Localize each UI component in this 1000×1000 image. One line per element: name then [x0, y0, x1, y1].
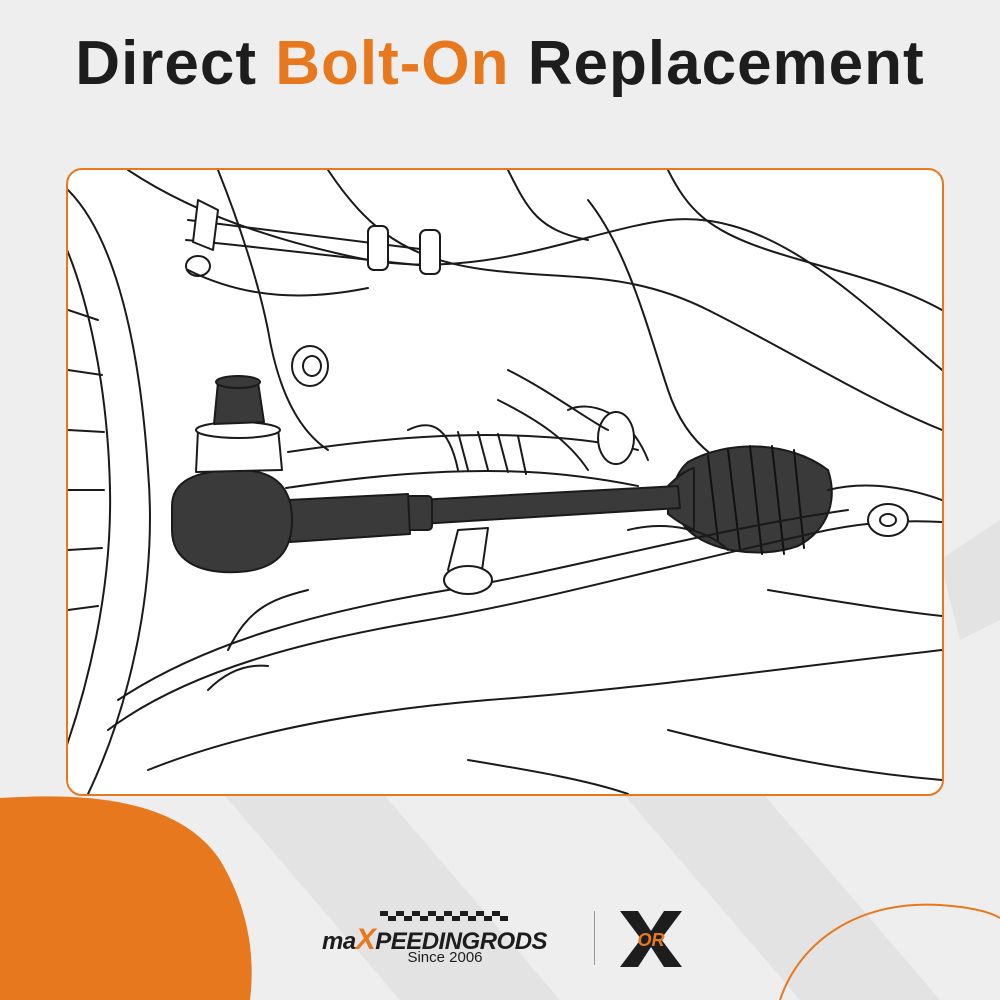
or-logo-icon: OR: [620, 911, 682, 967]
illustration-frame: [66, 168, 944, 796]
checkered-flag-icon: [380, 911, 508, 921]
brand-name-post: PEEDINGRODS: [375, 928, 548, 955]
title-part-2: Replacement: [509, 29, 925, 98]
title-accent: Bolt-On: [275, 29, 510, 98]
tie-rod-illustration: [68, 170, 942, 794]
page-title: Direct Bolt-On Replacement: [0, 28, 1000, 99]
since-text: Since 2006: [407, 949, 483, 966]
or-logo-letters: OR: [638, 930, 665, 950]
brand-divider: [594, 911, 595, 965]
brand-footer: maXPEEDINGRODS Since 2006 OR: [320, 905, 720, 975]
brand-name-x: X: [355, 923, 376, 956]
brand-name-pre: ma: [322, 928, 356, 955]
title-part-1: Direct: [75, 29, 276, 98]
brand-name: maXPEEDINGRODS: [322, 923, 548, 957]
